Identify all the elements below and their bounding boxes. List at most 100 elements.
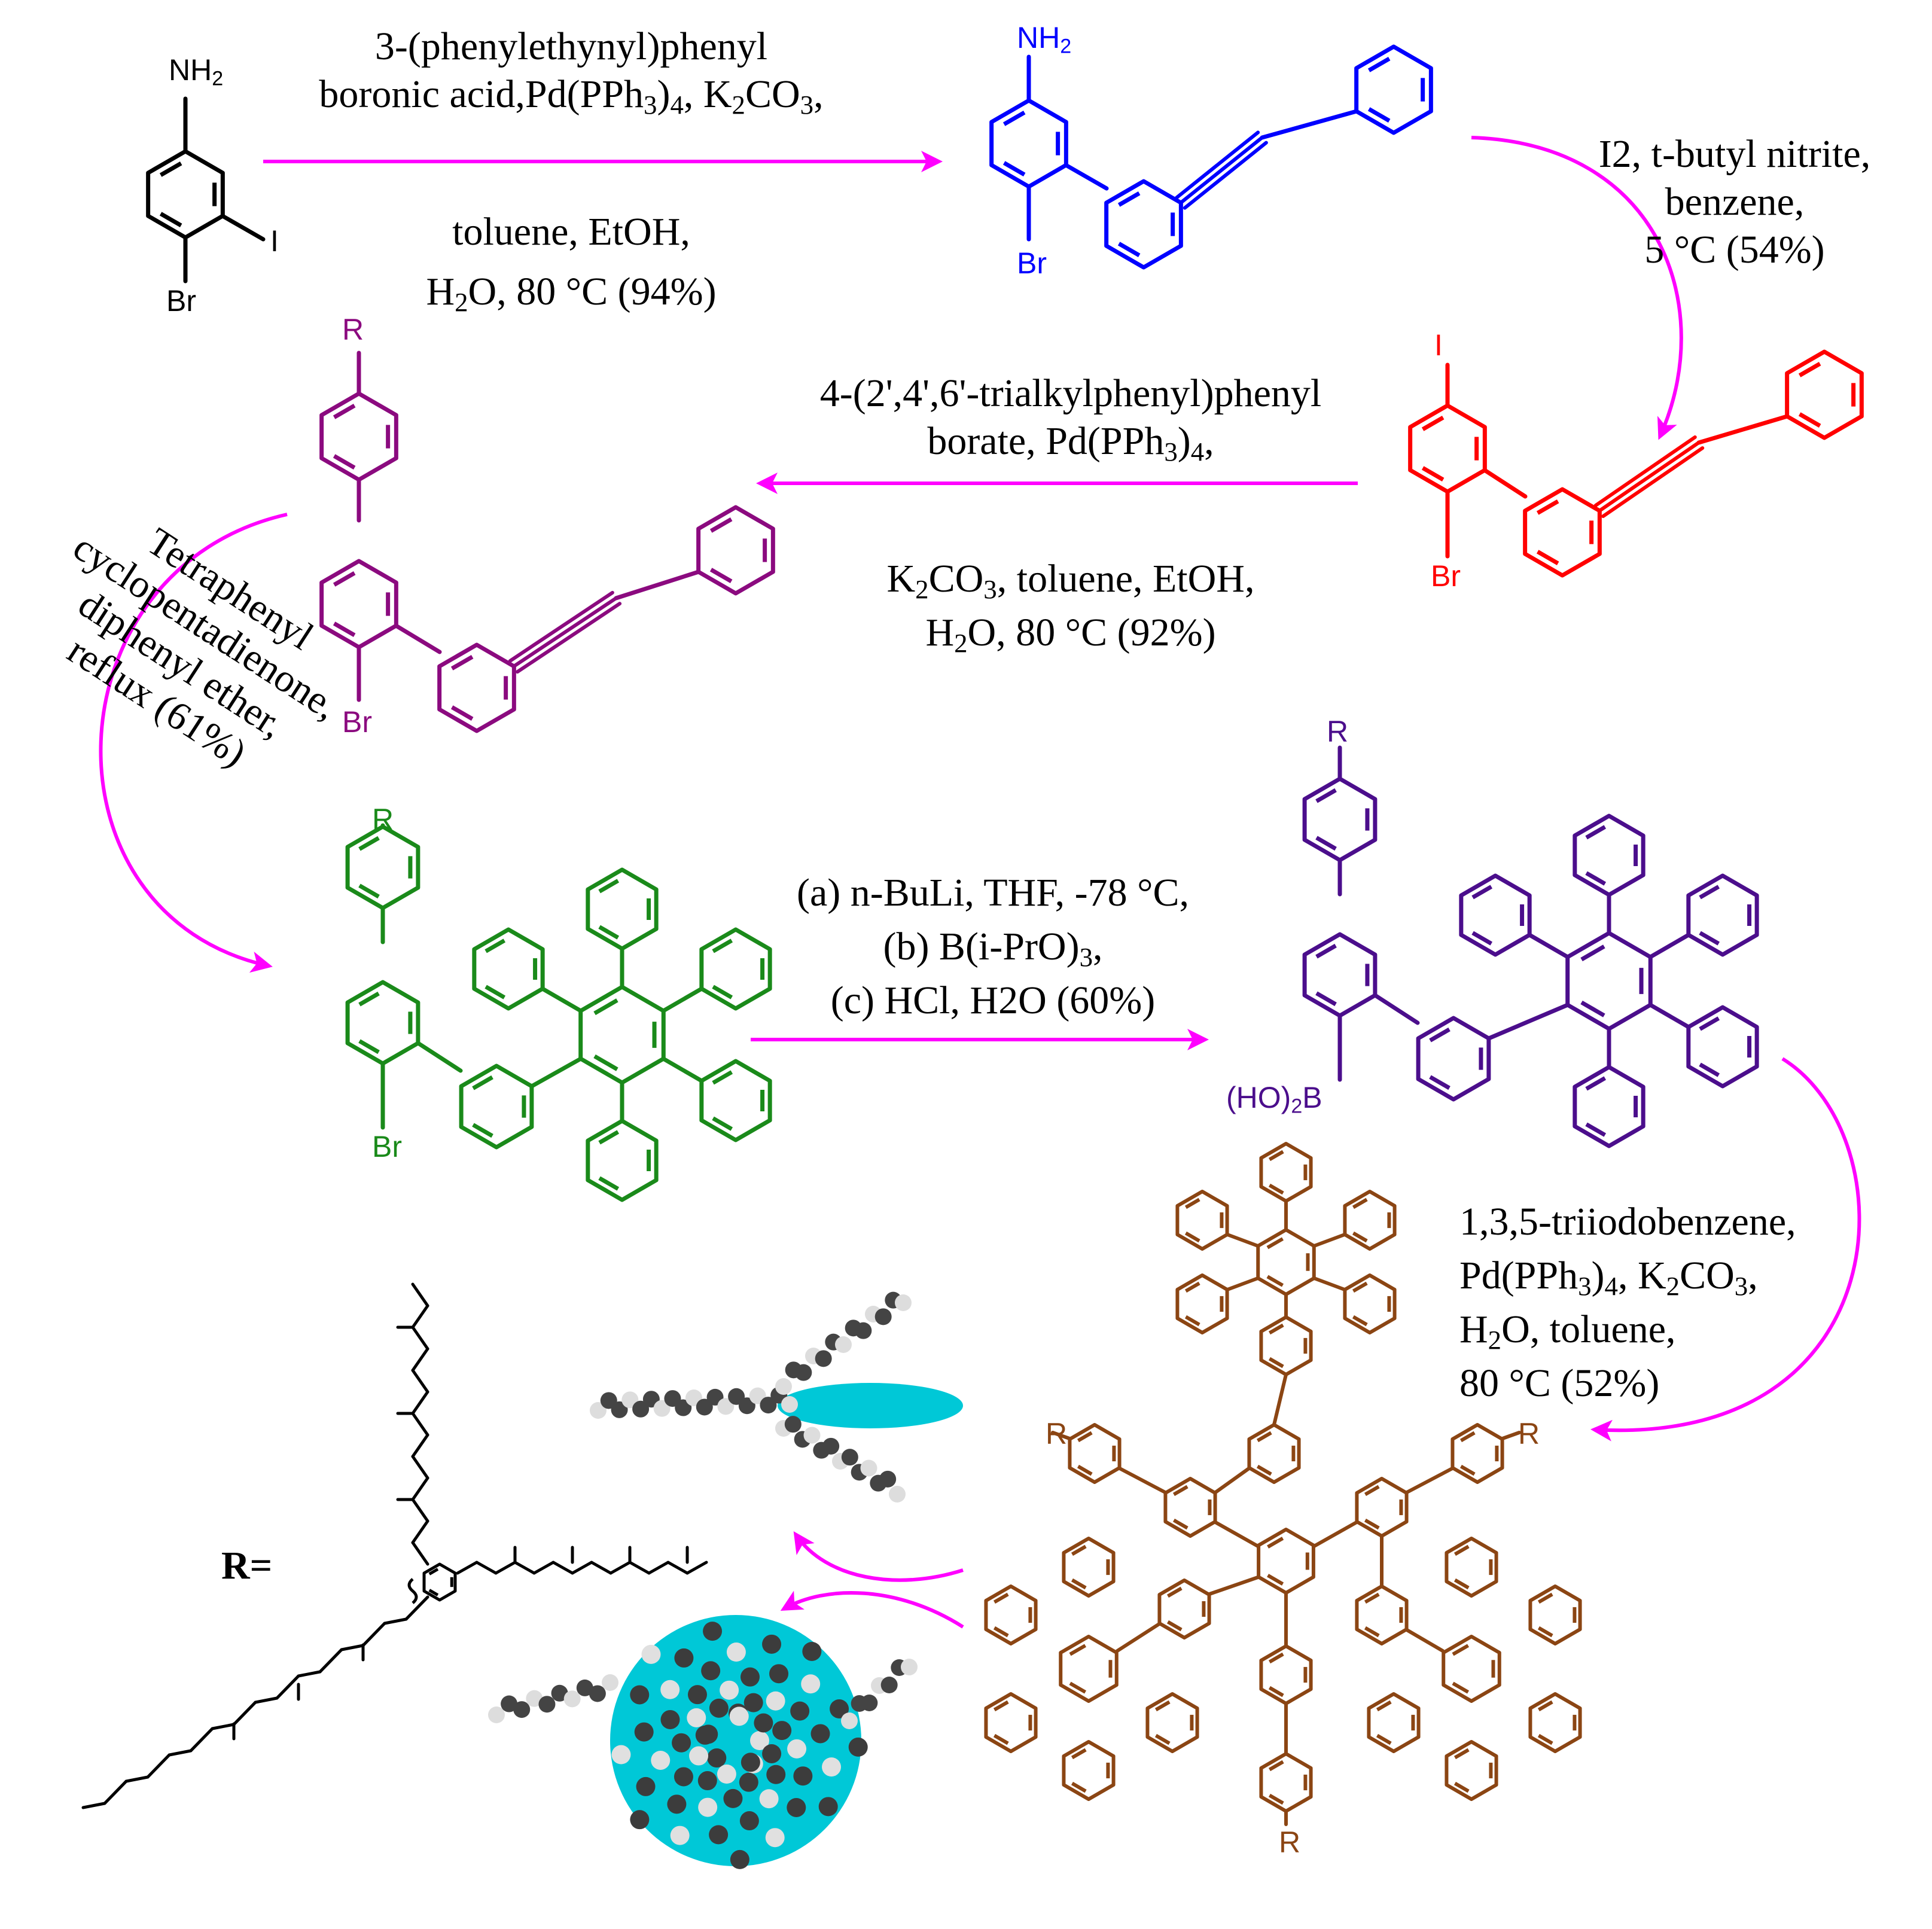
bond	[1482, 468, 1528, 499]
atom-bead	[879, 1470, 897, 1488]
atom-bead	[660, 1709, 680, 1729]
bond	[1696, 414, 1790, 445]
benzene-ring	[1686, 873, 1759, 957]
benzene-ring	[422, 1562, 457, 1602]
double-bond	[1585, 1122, 1607, 1137]
double-bond	[1580, 1000, 1605, 1017]
bond	[1272, 1373, 1288, 1427]
bond	[411, 1498, 429, 1523]
atom-bead	[762, 1744, 782, 1763]
benzene-ring	[1445, 1537, 1498, 1598]
atom-bead	[634, 1722, 654, 1742]
benzene-ring	[1062, 1537, 1116, 1598]
bond	[532, 1561, 555, 1575]
benzene-ring	[1145, 1692, 1199, 1753]
benzene-ring	[1785, 349, 1864, 440]
double-bond	[1471, 885, 1493, 900]
bond	[103, 1779, 128, 1805]
molecule-5-bromo-hexaphenylbenzene	[345, 823, 772, 1202]
atom-bead	[759, 1789, 779, 1809]
double-bond	[1699, 1062, 1720, 1077]
double-bond	[1071, 1578, 1087, 1590]
benzene-ring	[146, 149, 225, 240]
double-bond	[484, 938, 506, 953]
atom-bead	[701, 1661, 721, 1681]
benzene-ring	[1528, 1692, 1582, 1753]
atom-bead	[651, 1750, 671, 1770]
r-label-5: R	[372, 803, 394, 836]
bond	[189, 1727, 214, 1753]
atom-bead	[697, 1771, 717, 1791]
bond	[1175, 130, 1260, 200]
atom-bead	[630, 1810, 650, 1830]
double-bond	[1429, 1027, 1450, 1043]
atom-bead	[611, 1401, 628, 1418]
double-bond	[1459, 1464, 1476, 1476]
double-bond	[1537, 1626, 1553, 1638]
atom-bead	[835, 1336, 852, 1353]
atom-bead	[717, 1398, 735, 1415]
atom-bead	[611, 1745, 631, 1765]
double-bond	[1352, 1197, 1368, 1209]
atom-bead	[687, 1708, 706, 1727]
step6-conditions: 1,3,5-triiodobenzene, Pd(PPh3)4, K2CO3, …	[1459, 1202, 1890, 1412]
atom-bead	[766, 1691, 785, 1711]
double-bond	[1367, 107, 1391, 123]
bromine-label-3: Br	[1431, 559, 1461, 593]
atom-bead	[818, 1797, 838, 1817]
benzene-ring	[1256, 1228, 1316, 1296]
benzene-ring	[1259, 1644, 1313, 1705]
bond	[340, 1644, 365, 1651]
double-bond	[1267, 1537, 1284, 1549]
bond	[628, 1561, 651, 1575]
step1-line2: boronic acid,Pd(PPh3)4, K2CO3,	[319, 72, 824, 120]
bond	[275, 1674, 300, 1700]
bond	[1527, 932, 1570, 959]
bromine-label-5: Br	[372, 1130, 402, 1163]
atom-bead	[630, 1685, 650, 1705]
bond	[411, 1476, 429, 1501]
arrow-to-model-top	[793, 1531, 964, 1582]
step1-line3: toluene, EtOH,	[452, 210, 690, 254]
double-bond	[1364, 1626, 1380, 1638]
double-bond	[1184, 1197, 1200, 1209]
double-bond	[993, 1592, 1009, 1604]
step3-line2: borate, Pd(PPh3)4,	[927, 419, 1214, 467]
double-bond	[1184, 1315, 1200, 1327]
double-bond	[1536, 550, 1559, 565]
bond	[1179, 136, 1264, 205]
double-bond	[1376, 1733, 1392, 1745]
step5-line2: (b) B(i-PrO)3,	[883, 925, 1103, 973]
double-bond	[1699, 931, 1720, 946]
bond	[232, 1701, 257, 1726]
atom-bead	[501, 1695, 518, 1712]
double-bond	[1154, 1700, 1171, 1712]
benzene-ring	[1459, 873, 1532, 957]
step3-line1: 4-(2',4',6'-trialkylphenyl)phenyl	[819, 371, 1322, 415]
step6-line4: 80 °C (52%)	[1459, 1361, 1660, 1405]
benzene-ring	[1059, 1635, 1119, 1703]
double-bond	[598, 1176, 620, 1191]
bond	[571, 1561, 593, 1575]
benzene-ring	[1686, 1005, 1759, 1089]
bond	[494, 1561, 517, 1575]
atom-bead	[874, 1308, 892, 1325]
double-bond	[1421, 466, 1445, 482]
benzene-ring	[1175, 1273, 1229, 1334]
double-bond	[1315, 836, 1337, 851]
atom-bead	[790, 1701, 810, 1721]
atom-bead	[729, 1706, 749, 1726]
step6-line1: 1,3,5-triiodobenzene,	[1459, 1200, 1796, 1244]
atom-bead	[674, 1648, 694, 1668]
benzene-ring	[578, 985, 666, 1085]
bond	[411, 1304, 429, 1329]
benzene-ring	[1062, 1740, 1116, 1801]
bond	[590, 1561, 612, 1575]
cyan-core-disk	[778, 1383, 963, 1428]
double-bond	[484, 985, 506, 999]
benzene-ring	[1450, 1423, 1504, 1484]
bond	[609, 1561, 632, 1575]
double-bond	[1352, 1315, 1368, 1327]
atom-bead	[674, 1767, 693, 1787]
bond	[411, 1433, 429, 1458]
